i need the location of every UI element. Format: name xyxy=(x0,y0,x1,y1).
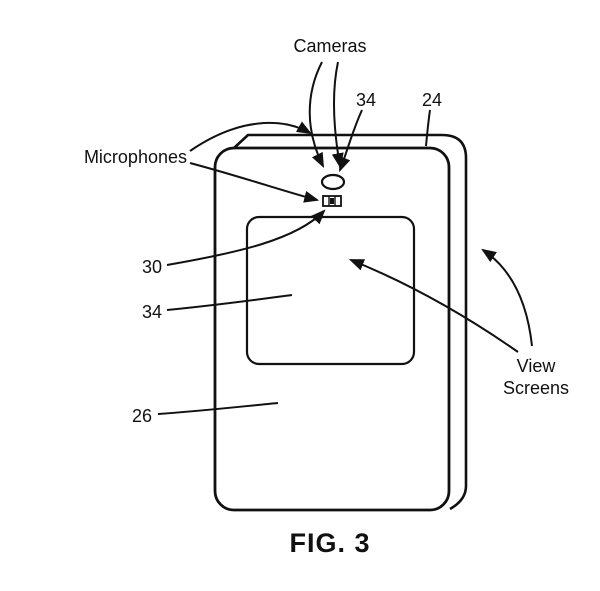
ref-24-label: 24 xyxy=(422,90,442,110)
ref-34-mid-label: 34 xyxy=(142,302,162,322)
view-screens-label-line1: View xyxy=(517,356,557,376)
ref-34-top-leader xyxy=(339,109,363,173)
view-screens-leader-screen xyxy=(348,259,519,353)
view-screens-label-line2: Screens xyxy=(503,378,569,398)
ref-26-leader xyxy=(157,402,279,415)
microphones-label: Microphones xyxy=(84,147,187,167)
microphones-leader-top xyxy=(189,121,312,152)
cameras-label: Cameras xyxy=(293,36,366,56)
microphones-leader-grille xyxy=(189,162,320,203)
microphone-grille-icon xyxy=(322,195,342,207)
ref-26-label: 26 xyxy=(132,406,152,426)
ref-30-label: 30 xyxy=(142,257,162,277)
ref-24-leader xyxy=(425,109,431,147)
device-side-edge xyxy=(233,133,468,511)
camera-lens-icon xyxy=(320,173,346,191)
view-screen xyxy=(245,215,416,366)
cameras-leader-left xyxy=(308,61,325,169)
figure-caption: FIG. 3 xyxy=(289,528,370,558)
ref-34-mid-leader xyxy=(166,294,293,311)
view-screens-leader-edge xyxy=(481,248,533,347)
ref-34-top-label: 34 xyxy=(356,90,376,110)
ref-30-leader xyxy=(166,209,326,266)
cameras-leader-right xyxy=(331,61,344,169)
